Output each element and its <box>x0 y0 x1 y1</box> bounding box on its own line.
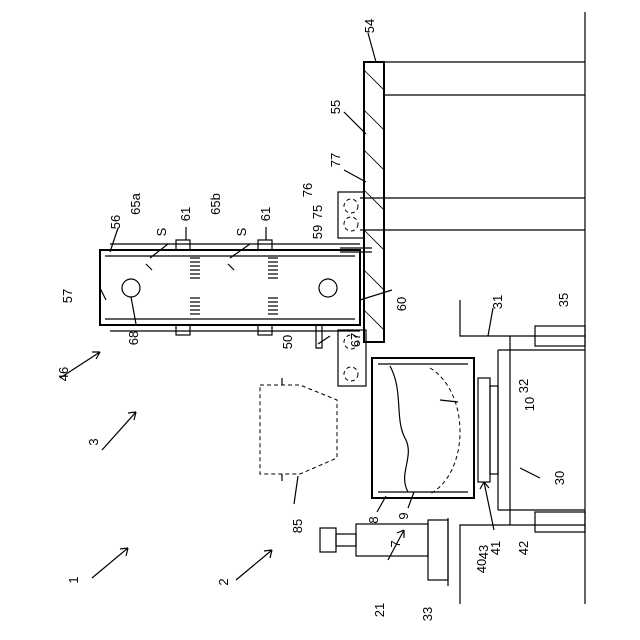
label-10: 10 <box>522 397 537 411</box>
label-75: 75 <box>310 205 325 219</box>
label-76: 76 <box>300 183 315 197</box>
bucket <box>372 358 474 498</box>
label-8: 8 <box>366 516 381 523</box>
label-1: 1 <box>66 576 81 583</box>
label-85: 85 <box>290 519 305 533</box>
label-65b: 65b <box>208 193 223 215</box>
label-s-a: S <box>154 227 169 236</box>
label-54: 54 <box>362 19 377 33</box>
label-2: 2 <box>216 578 231 585</box>
pointer-arrows <box>60 264 494 580</box>
label-31: 31 <box>490 295 505 309</box>
label-65a: 65a <box>128 192 143 214</box>
label-50: 50 <box>280 335 295 349</box>
label-61-b: 61 <box>258 207 273 221</box>
label-68: 68 <box>126 331 141 345</box>
roller-block-upper <box>338 192 372 252</box>
label-s-b: S <box>234 227 249 236</box>
dustpan-shape <box>260 378 337 481</box>
label-60: 60 <box>394 297 409 311</box>
label-3: 3 <box>86 438 101 445</box>
upper-plate <box>364 62 384 342</box>
label-61-a: 61 <box>178 207 193 221</box>
label-21: 21 <box>372 603 387 617</box>
label-35: 35 <box>556 293 571 307</box>
label-33: 33 <box>420 607 435 621</box>
press <box>320 518 448 586</box>
label-59: 59 <box>310 225 325 239</box>
label-42: 42 <box>516 541 531 555</box>
label-57: 57 <box>60 289 75 303</box>
label-7: 7 <box>388 540 403 547</box>
label-67: 67 <box>348 333 363 347</box>
label-55: 55 <box>328 100 343 114</box>
label-30: 30 <box>552 471 567 485</box>
label-77: 77 <box>328 153 343 167</box>
cylinder-unit <box>100 240 360 335</box>
label-41: 41 <box>488 541 503 555</box>
label-40: 40 <box>474 559 489 573</box>
label-46: 46 <box>56 367 71 381</box>
reference-labels: 54 55 77 76 75 59 56 65a S 61 65b S 61 5… <box>56 19 571 621</box>
label-32: 32 <box>516 379 531 393</box>
label-56: 56 <box>108 215 123 229</box>
label-9: 9 <box>396 512 411 519</box>
